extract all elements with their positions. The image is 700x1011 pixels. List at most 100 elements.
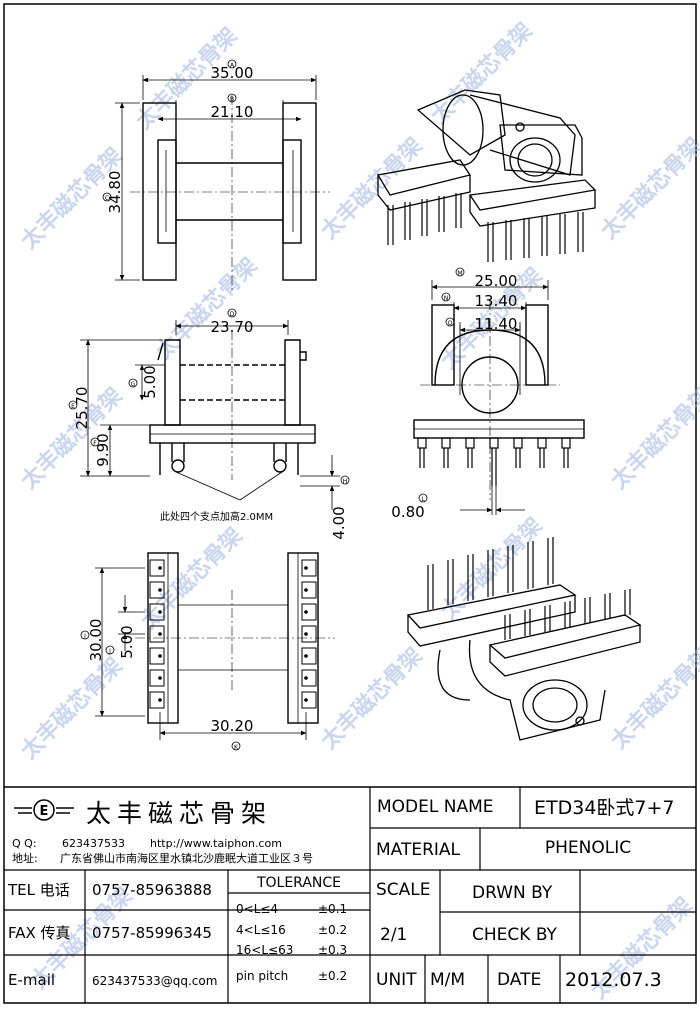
top-view (130, 95, 330, 290)
bottom-view-pin-dots (158, 566, 308, 702)
watermark: 太丰磁芯骨架 (606, 383, 700, 495)
tolerance-range-2: 4<L≤16 (236, 923, 286, 937)
dim-letter-b: B (230, 96, 234, 103)
sheet-border (3, 3, 697, 1004)
tolerance-range-4: pin pitch (236, 969, 288, 983)
title-block-grid (4, 786, 696, 1003)
date-label: DATE (497, 970, 541, 990)
dim-value-k: 30.20 (211, 717, 254, 735)
bottom-view-labels: I 30.00 J 5.00 30.20 K (80, 619, 254, 751)
dim-value-m: 25.00 (475, 272, 518, 290)
dim-value-o: 11.40 (475, 315, 518, 333)
dim-letter-h: H (343, 478, 348, 485)
dim-value-f: 9.90 (94, 433, 112, 466)
bottom-view-pads (149, 559, 317, 709)
material-value: PHENOLIC (545, 838, 631, 858)
iso-view-upper-pins (387, 193, 584, 262)
unit-value: M/M (430, 970, 465, 990)
front-view-pins (417, 437, 571, 486)
top-view-labels: A 35.00 B 21.10 C 34.80 (102, 59, 254, 214)
scale-value: 2/1 (380, 925, 407, 945)
date-value: 2012.07.3 (565, 969, 662, 991)
fax-label: FAX 传真 (8, 924, 71, 942)
dim-letter-m: M (457, 270, 462, 277)
model-label: MODEL NAME (377, 797, 494, 817)
dim-value-e: 25.70 (73, 387, 91, 430)
company-info: 太丰磁芯骨架 Q Q: 623437533 http://www.taiphon… (12, 799, 313, 865)
bottom-view-dims (95, 567, 307, 740)
watermark: 太丰磁芯骨架 (426, 18, 538, 130)
dim-letter-f: F (93, 440, 97, 447)
dim-value-n: 13.40 (475, 292, 518, 310)
tel-label: TEL 电话 (7, 881, 70, 899)
title-block-cells: MODEL NAME ETD34卧式7+7 MATERIAL PHENOLIC … (376, 797, 675, 991)
tolerance-header: TOLERANCE (256, 875, 341, 891)
watermark: 太丰磁芯骨架 (606, 643, 700, 755)
tolerance-value-3: ±0.3 (318, 943, 347, 957)
dim-letter-e: E (71, 403, 75, 410)
dim-value-h: 4.00 (330, 506, 348, 539)
qq-number: 623437533 (62, 837, 125, 850)
iso-view-lower (406, 584, 642, 741)
tolerance-value-2: ±0.2 (318, 923, 347, 937)
iso-view-lower-pins (427, 537, 631, 640)
tolerance-range-1: 0<L≤4 (236, 902, 278, 916)
front-view-labels: M 25.00 N 13.40 O 11.40 L 0.80 (391, 267, 518, 521)
dim-value-b: 21.10 (211, 103, 254, 121)
watermark: 太丰磁芯骨架 (596, 133, 700, 245)
dim-letter-o: O (448, 320, 453, 327)
dim-letter-i: I (84, 633, 86, 640)
watermark: 太丰磁芯骨架 (136, 523, 248, 635)
dim-value-g: 5.00 (141, 365, 159, 398)
watermark: 太丰磁芯骨架 (16, 653, 128, 765)
drawn-by-label: DRWN BY (472, 883, 553, 903)
watermark: 太丰磁芯骨架 (316, 643, 428, 755)
front-view-dims (431, 280, 549, 515)
dim-letter-l: L (421, 496, 425, 503)
svg-text:E: E (40, 804, 49, 819)
dim-letter-a: A (230, 62, 235, 69)
tolerance-table: TOLERANCE 0<L≤4 ±0.1 4<L≤16 ±0.2 16<L≤63… (236, 875, 347, 983)
note-support-points: 此处四个支点加高2.0MM (160, 510, 273, 523)
side-view-labels: D 23.70 E 25.70 F 9.90 G 5.00 H 4.00 此处四… (68, 308, 350, 540)
dim-value-j: 5.00 (118, 625, 136, 658)
watermark: 太丰磁芯骨架 (151, 253, 263, 365)
company-name: 太丰磁芯骨架 (86, 799, 272, 828)
dim-value-l: 0.80 (391, 503, 424, 521)
dim-letter-k: K (234, 744, 239, 751)
company-address: 广东省佛山市南海区里水镇北沙鹿眠大道工业区３号 (60, 851, 313, 865)
company-website: http://www.taiphon.com (150, 837, 282, 850)
dim-value-a: 35.00 (211, 64, 254, 82)
email-value: 623437533@qq.com (92, 974, 217, 988)
dim-letter-c: C (105, 195, 109, 202)
dim-value-c: 34.80 (106, 171, 124, 214)
tolerance-range-3: 16<L≤63 (236, 943, 293, 957)
email-label: E-mail (8, 971, 55, 989)
dim-value-i: 30.00 (87, 619, 105, 662)
company-logo: E (14, 799, 74, 821)
tolerance-value-4: ±0.2 (318, 969, 347, 983)
dim-letter-g: G (131, 381, 136, 388)
tolerance-value-1: ±0.1 (318, 902, 347, 916)
fax-value: 0757-85996345 (92, 924, 212, 942)
scale-label: SCALE (376, 880, 431, 900)
top-view-dims (115, 75, 317, 281)
tel-value: 0757-85963888 (92, 881, 212, 899)
bottom-view (135, 552, 335, 724)
watermark: 太丰磁芯骨架 (316, 133, 428, 245)
dim-letter-n: N (444, 295, 449, 302)
side-view-dims (80, 320, 340, 510)
model-value: ETD34卧式7+7 (534, 797, 675, 819)
check-by-label: CHECK BY (472, 925, 558, 945)
dim-letter-d: D (230, 311, 235, 318)
unit-label: UNIT (376, 970, 417, 990)
side-view (149, 330, 316, 480)
iso-view-upper (376, 89, 597, 227)
dim-value-d: 23.70 (211, 318, 254, 336)
address-label: 地址: (12, 851, 38, 865)
contact-cells: TEL 电话 0757-85963888 FAX 传真 0757-8599634… (7, 881, 217, 989)
dim-letter-j: J (108, 648, 111, 655)
material-label: MATERIAL (376, 840, 461, 860)
